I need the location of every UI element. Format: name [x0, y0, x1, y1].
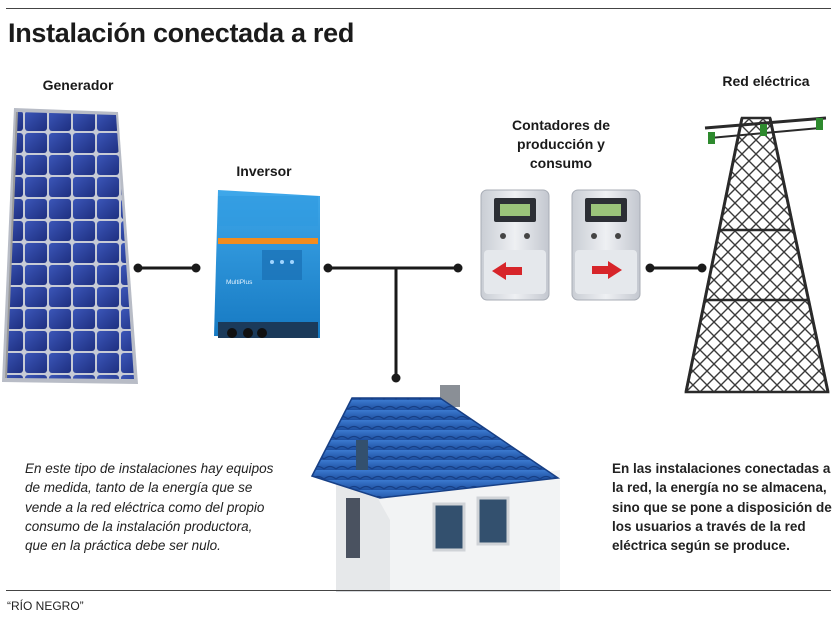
meters-label: Contadores de producción y consumo: [496, 116, 626, 173]
page-title: Instalación conectada a red: [8, 18, 355, 48]
note-right: En las instalaciones conectadas a la red…: [612, 461, 832, 554]
meters-label-line-2: producción y: [517, 136, 605, 152]
grid-label: Red eléctrica: [722, 73, 810, 89]
solar-panel: [2, 108, 138, 384]
top-rule: [6, 8, 831, 9]
inverter-brand-text: MultiPlus: [226, 279, 253, 286]
source-credit: “RÍO NEGRO”: [7, 599, 84, 613]
house: [310, 385, 561, 592]
meters-label-line-3: consumo: [529, 155, 593, 171]
bottom-rule: [6, 590, 831, 591]
inverter-label: Inversor: [236, 163, 292, 179]
meter-consumption: [571, 189, 641, 301]
connectors: [133, 263, 707, 383]
generator-label: Generador: [42, 77, 114, 93]
inverter-device: MultiPlus: [214, 190, 320, 338]
arrow-right-icon: [592, 261, 622, 279]
transmission-tower: [684, 116, 830, 394]
note-left: En este tipo de instalaciones hay equipo…: [25, 461, 274, 554]
meter-production: [480, 189, 550, 301]
meters-label-line-1: Contadores de: [511, 117, 610, 133]
arrow-left-icon: [492, 262, 522, 280]
